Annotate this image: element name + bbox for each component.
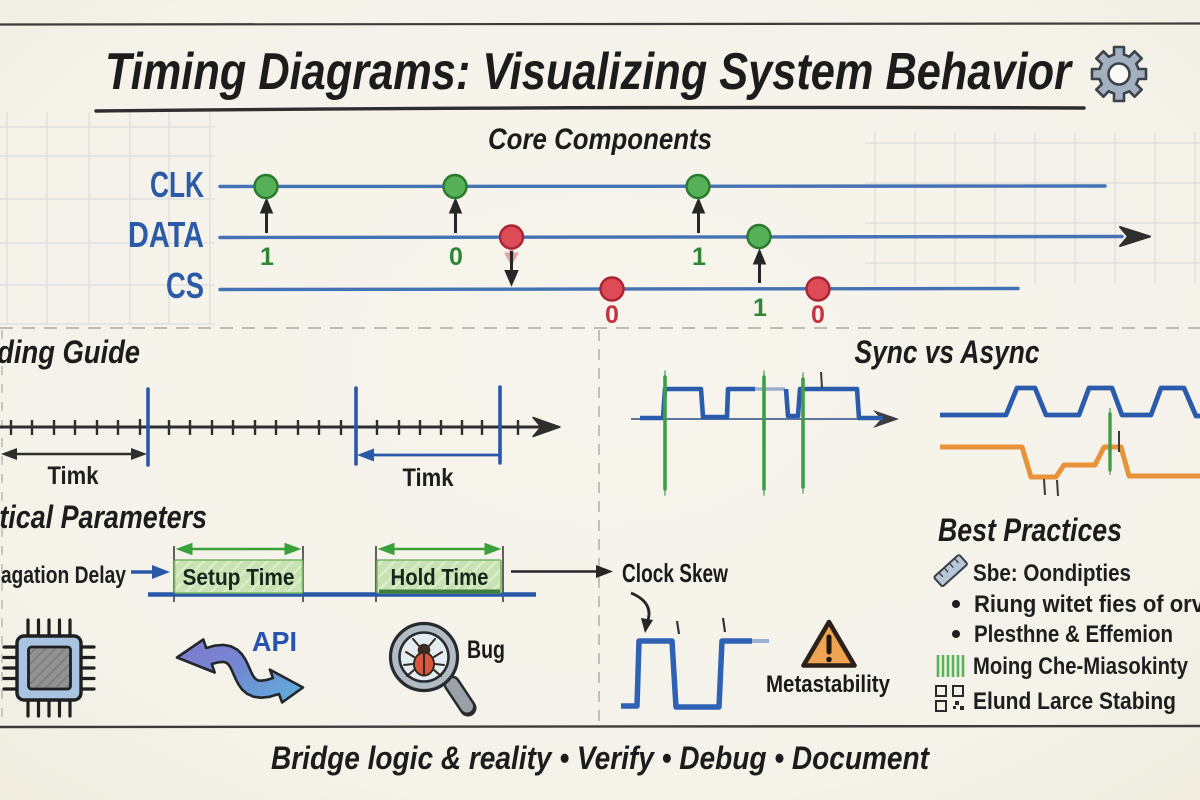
svg-text:1: 1 (260, 243, 274, 271)
svg-text:API: API (252, 626, 297, 657)
svg-text:0: 0 (605, 301, 619, 329)
svg-text:Clock Skew: Clock Skew (622, 558, 729, 588)
svg-text:Core Components: Core Components (488, 123, 712, 156)
svg-text:Propagation Delay: Propagation Delay (0, 562, 127, 589)
svg-text:1: 1 (753, 294, 767, 322)
svg-text:Hold Time: Hold Time (391, 564, 489, 590)
svg-text:Bridge logic & reality • Verif: Bridge logic & reality • Verify • Debug … (271, 740, 930, 776)
svg-text:Plesthne & Effemion: Plesthne & Effemion (974, 621, 1173, 648)
svg-text:Metastability: Metastability (766, 671, 891, 698)
svg-text:Elund Larce Stabing: Elund Larce Stabing (973, 688, 1176, 715)
svg-text:0: 0 (811, 301, 825, 329)
svg-text:CS: CS (166, 265, 204, 306)
svg-text:Sbe: Oondipties: Sbe: Oondipties (973, 560, 1131, 587)
svg-text:Timing Diagrams: Visualizing S: Timing Diagrams: Visualizing System Beha… (105, 43, 1073, 101)
svg-text:Sync vs Async: Sync vs Async (855, 334, 1040, 370)
svg-text:Moing Che-Miasokinty: Moing Che-Miasokinty (973, 653, 1189, 680)
svg-text:CLK: CLK (150, 164, 204, 205)
svg-text:Riung witet fies of orv: Riung witet fies of orv (974, 591, 1200, 618)
svg-text:DATA: DATA (128, 214, 204, 255)
svg-text:Critical Parameters: Critical Parameters (0, 499, 207, 535)
svg-text:Bug: Bug (467, 636, 505, 664)
svg-text:Reading Guide: Reading Guide (0, 334, 140, 370)
svg-text:Setup Time: Setup Time (183, 564, 295, 590)
svg-text:Timk: Timk (403, 464, 454, 492)
svg-text:1: 1 (692, 243, 706, 271)
svg-text:0: 0 (449, 243, 463, 271)
svg-text:Best Practices: Best Practices (938, 512, 1122, 548)
svg-text:Timk: Timk (48, 462, 99, 490)
